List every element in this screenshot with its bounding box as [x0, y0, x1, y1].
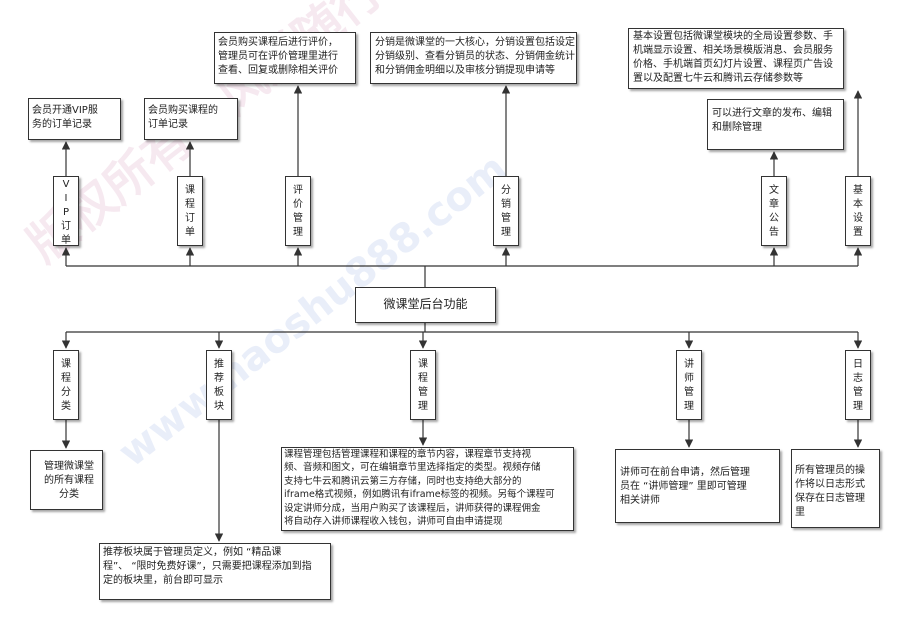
module-log-label: 日 志 管 理: [853, 359, 863, 412]
desc-recommend-text: 推荐板块属于管理员定义，例如 “精品课 程”、 “限时免费好课”，只需要把课程添…: [103, 547, 312, 586]
module-course-label: 课 程 管 理: [418, 359, 428, 412]
module-category-label: 课 程 分 类: [61, 359, 71, 412]
center-node-label: 微课堂后台功能: [383, 297, 468, 311]
desc-recommend-box: [99, 543, 331, 600]
desc-distribution-text: 分销是微课堂的一大核心，分销设置包括设定 分销级别、查看分销员的状态、分销佣金统…: [375, 37, 575, 76]
module-lecturer-label: 讲 师 管 理: [684, 359, 694, 412]
module-lecturer-box: [676, 350, 702, 420]
desc-vip-text: 会员开通VIP服 务的订单记录: [32, 105, 98, 130]
module-review-label: 评 价 管 理: [293, 185, 303, 238]
desc-lecturer-box: [615, 449, 780, 523]
desc-basic-box: [628, 28, 844, 89]
module-course-box: [410, 350, 436, 420]
module-distribution-box: [493, 176, 519, 246]
desc-course-order-box: [144, 98, 238, 140]
center-node-box: [355, 287, 496, 323]
desc-category-text: 管理微课堂 的所有课程 分类: [44, 461, 94, 500]
module-recommend-box: [206, 350, 232, 420]
module-course-order-label: 课 程 订 单: [185, 185, 195, 238]
desc-course-text: 课程管理包括管理课程和课程的章节内容，课程章节支持视 频、音频和图文，可在编辑章…: [284, 449, 555, 528]
desc-distribution-box: [370, 32, 577, 84]
desc-review-box: [214, 32, 356, 84]
module-review-box: [285, 176, 311, 246]
module-vip-label: V I P 订 单: [61, 179, 71, 246]
desc-log-box: [791, 449, 880, 528]
module-course-order-box: [177, 176, 203, 246]
module-basic-box: [845, 176, 871, 246]
desc-lecturer-text: 讲师可在前台申请，然后管理 员在 “讲师管理” 里即可管理 相关讲师: [620, 467, 750, 506]
module-article-label: 文 章 公 告: [769, 185, 779, 238]
desc-review-text: 会员购买课程后进行评价， 管理员可在评价管理里进行 查看、回复或删除相关评价: [218, 37, 338, 76]
desc-category-box: [30, 450, 103, 510]
desc-log-text: 所有管理员的操 作将以日志形式 保存在日志管理 里: [795, 465, 865, 518]
desc-course-box: [281, 447, 574, 531]
module-recommend-label: 推 荐 板 块: [214, 359, 224, 412]
module-distribution-label: 分 销 管 理: [501, 185, 511, 238]
desc-article-box: [707, 99, 844, 150]
desc-basic-text: 基本设置包括微课堂模块的全局设置参数、手 机端显示设置、相关场景模版消息、会员服…: [633, 31, 833, 84]
module-article-box: [761, 176, 787, 246]
module-category-box: [53, 350, 79, 420]
desc-course-order-text: 会员购买课程的 订单记录: [148, 105, 218, 130]
desc-article-text: 可以进行文章的发布、编辑 和删除管理: [712, 108, 832, 133]
module-basic-label: 基 本 设 置: [853, 185, 863, 238]
module-log-box: [845, 350, 871, 420]
desc-vip-box: [28, 98, 121, 140]
module-vip-box: [53, 176, 79, 246]
